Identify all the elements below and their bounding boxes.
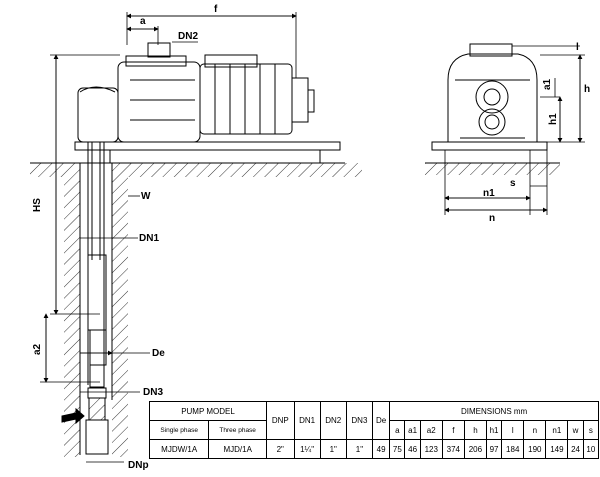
table-row: MJDW/1A MJD/1A 2" 1¼" 1" 1" 49 75 46 123… bbox=[148, 439, 600, 459]
side-view bbox=[30, 42, 362, 457]
dim-de-label: De bbox=[152, 348, 165, 359]
dim-n-label: n bbox=[489, 213, 495, 224]
dim-header: s bbox=[582, 420, 600, 440]
cell-dim: 46 bbox=[404, 439, 421, 459]
dim-a1-label: a1 bbox=[542, 78, 553, 90]
header-three-phase: Three phase bbox=[208, 420, 268, 440]
dimensions-table: PUMP MODEL DNP DN1 DN2 DN3 De DIMENSIONS… bbox=[148, 401, 600, 459]
header-dn3: DN3 bbox=[345, 401, 373, 440]
dim-header: l bbox=[501, 420, 525, 440]
cell-dim: 206 bbox=[463, 439, 487, 459]
cell-dim: 123 bbox=[419, 439, 443, 459]
cell-three-model: MJD/1A bbox=[208, 439, 268, 459]
dim-header: f bbox=[441, 420, 465, 440]
cell-dnp: 2" bbox=[266, 439, 295, 459]
dim-header: n bbox=[523, 420, 547, 440]
cell-dim: 184 bbox=[501, 439, 525, 459]
dim-header: h1 bbox=[485, 420, 503, 440]
header-pump-model: PUMP MODEL bbox=[148, 401, 268, 421]
cell-dn3: 1" bbox=[345, 439, 373, 459]
dim-s-label: s bbox=[510, 178, 516, 189]
cell-dim: 97 bbox=[485, 439, 503, 459]
dim-a2-label: a2 bbox=[32, 343, 43, 355]
cell-dim: 374 bbox=[441, 439, 465, 459]
header-dn2: DN2 bbox=[319, 401, 347, 440]
dim-w-label: W bbox=[141, 191, 151, 202]
dim-hs-label: HS bbox=[32, 198, 43, 212]
cell-dn1: 1¼" bbox=[293, 439, 321, 459]
cell-dim: 24 bbox=[567, 439, 584, 459]
header-dn1: DN1 bbox=[293, 401, 321, 440]
dim-header: a bbox=[389, 420, 406, 440]
dim-dnp-label: DNp bbox=[128, 460, 149, 471]
cell-dim: 190 bbox=[523, 439, 547, 459]
cell-dn2: 1" bbox=[319, 439, 347, 459]
front-view-dimensions bbox=[444, 45, 585, 215]
dim-l-label: l bbox=[576, 42, 579, 53]
side-view-dimensions bbox=[40, 12, 297, 463]
cell-dim: 10 bbox=[582, 439, 600, 459]
dim-h1-label: h1 bbox=[548, 113, 559, 125]
dim-header: h bbox=[463, 420, 487, 440]
dim-header: a1 bbox=[404, 420, 421, 440]
dim-dn2-label: DN2 bbox=[178, 31, 198, 42]
cell-dim: 75 bbox=[389, 439, 406, 459]
front-view bbox=[425, 43, 560, 175]
cell-de: 49 bbox=[371, 439, 391, 459]
cell-dim: 149 bbox=[545, 439, 569, 459]
header-dimensions: DIMENSIONS mm bbox=[389, 401, 599, 421]
dim-f-label: f bbox=[214, 4, 218, 15]
table-header-row: PUMP MODEL DNP DN1 DN2 DN3 De DIMENSIONS… bbox=[148, 401, 599, 440]
dim-header: a2 bbox=[419, 420, 443, 440]
dim-header: w bbox=[567, 420, 584, 440]
cell-single-model: MJDW/1A bbox=[148, 439, 210, 459]
dim-h-label: h bbox=[584, 84, 590, 95]
header-single-phase: Single phase bbox=[148, 420, 210, 440]
dim-dn3-label: DN3 bbox=[143, 387, 163, 398]
dim-dn1-label: DN1 bbox=[139, 233, 159, 244]
dim-n1-label: n1 bbox=[483, 188, 495, 199]
dim-a-label: a bbox=[140, 16, 146, 27]
header-dnp: DNP bbox=[266, 401, 295, 440]
dim-header: n1 bbox=[545, 420, 569, 440]
header-de: De bbox=[371, 401, 391, 440]
